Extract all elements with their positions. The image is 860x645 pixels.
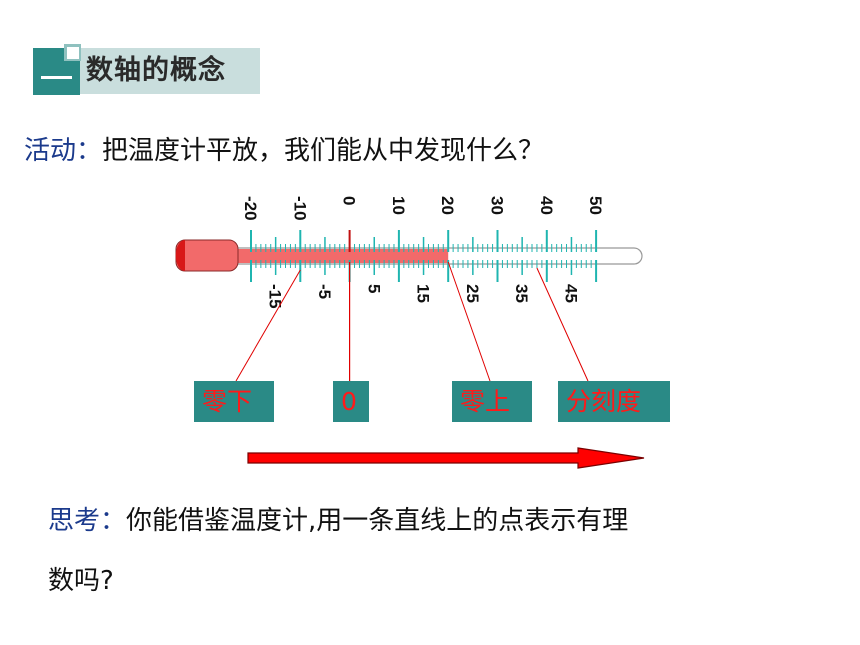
section-title: 数轴的概念 — [86, 55, 226, 86]
tick-label-bottom: -5 — [315, 284, 334, 299]
label-above-zero: 零上 — [452, 381, 532, 422]
tick-label-top: 40 — [537, 196, 556, 215]
direction-arrow — [247, 447, 645, 469]
tick-label-bottom: 15 — [414, 284, 433, 303]
tick-label-bottom: 45 — [561, 284, 580, 303]
tick-label-bottom: 35 — [512, 284, 531, 303]
tick-label-bottom: 25 — [463, 284, 482, 303]
tick-label-top: -20 — [241, 196, 260, 221]
tick-label-top: 10 — [389, 196, 408, 215]
tick-label-top: 30 — [488, 196, 507, 215]
activity-prefix: 活动： — [24, 136, 103, 166]
activity-question: 把温度计平放，我们能从中发现什么？ — [102, 136, 545, 166]
pointer-line-graduation — [536, 267, 589, 382]
tick-label-top: 50 — [586, 196, 605, 215]
tick-label-top: 0 — [340, 196, 359, 205]
bulb-tip — [175, 240, 185, 271]
header-bar — [80, 48, 260, 94]
think-prompt-continued: 数吗? — [48, 566, 114, 596]
label-below-zero: 零下 — [194, 381, 274, 422]
mercury-column — [230, 249, 449, 263]
pointer-line-above-zero — [447, 261, 491, 382]
think-prefix: 思考： — [48, 506, 127, 536]
tick-label-bottom: 5 — [364, 284, 383, 293]
think-prompt: 思考：你能借鉴温度计,用一条直线上的点表示有理 — [48, 500, 628, 537]
activity-prompt: 活动：把温度计平放，我们能从中发现什么？ — [24, 130, 544, 167]
thermometer-bulb — [175, 239, 239, 272]
label-graduation: 分刻度 — [558, 381, 670, 422]
tick-label-top: -10 — [290, 196, 309, 221]
badge-corner-inner — [67, 47, 79, 59]
label-zero: 0 — [333, 381, 369, 422]
tick-label-bottom: -15 — [266, 284, 285, 309]
tick-label-top: 20 — [438, 196, 457, 215]
section-badge-dash — [41, 76, 72, 79]
pointer-line-below-zero — [235, 269, 301, 382]
think-question: 你能借鉴温度计,用一条直线上的点表示有理 — [126, 506, 629, 536]
